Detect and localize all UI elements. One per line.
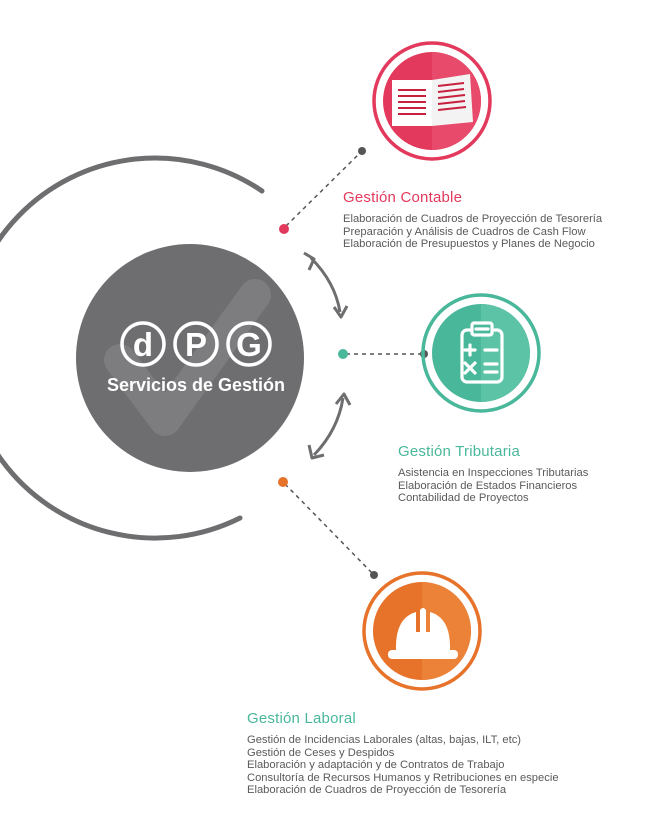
list-item: Elaboración de Cuadros de Proyección de … — [343, 213, 603, 225]
laboral-block: Gestión Laboral Gestión de Incidencias L… — [247, 710, 559, 797]
list-item: Elaboración y adaptación y de Contratos … — [247, 759, 505, 771]
logo-circle-d — [120, 321, 166, 367]
tributaria-badge — [421, 293, 541, 413]
contable-title: Gestión Contable — [343, 189, 463, 206]
list-item: Gestión de Ceses y Despidos — [247, 746, 395, 759]
tributaria-list: Asistencia en Inspecciones Tributarias E… — [398, 467, 588, 505]
logo-letter-p: P — [185, 326, 207, 363]
hard-hat-icon — [388, 608, 458, 659]
list-item: Elaboración de Estados Financieros — [398, 479, 578, 492]
contable-list: Elaboración de Cuadros de Proyección de … — [343, 213, 602, 251]
checkmark-watermark-icon — [104, 279, 271, 436]
list-item: Gestión de Incidencias Laborales (altas,… — [247, 734, 522, 746]
tributaria-block: Gestión Tributaria Asistencia en Inspecc… — [398, 443, 588, 505]
clipboard-calculator-icon — [460, 321, 504, 384]
arrow-tributaria-laboral — [307, 392, 352, 460]
laboral-list: Gestión de Incidencias Laborales (altas,… — [247, 734, 559, 797]
list-item: Consultoría de Recursos Humanos y Retrib… — [247, 771, 559, 784]
documents-icon — [392, 74, 473, 126]
laboral-badge — [362, 571, 482, 691]
contable-badge — [372, 41, 492, 161]
hub-tagline: Servicios de Gestión — [107, 375, 285, 395]
contable-block: Gestión Contable Elaboración de Cuadros … — [343, 189, 602, 251]
connector-tributaria — [338, 349, 428, 359]
logo-letter-d: d — [133, 326, 153, 363]
list-item: Asistencia en Inspecciones Tributarias — [398, 467, 589, 479]
list-item: Elaboración de Presupuestos y Planes de … — [343, 238, 595, 250]
list-item: Elaboración de Cuadros de Proyección de … — [247, 784, 507, 796]
tributaria-title: Gestión Tributaria — [398, 443, 520, 460]
logo-circle-p — [173, 321, 219, 367]
laboral-title: Gestión Laboral — [247, 710, 356, 727]
arrow-contable-tributaria — [303, 251, 349, 319]
list-item: Contabilidad de Proyectos — [398, 492, 529, 504]
list-item: Preparación y Análisis de Cuadros de Cas… — [343, 225, 586, 238]
connector-laboral — [278, 477, 378, 579]
connector-contable — [279, 147, 366, 234]
logo-circle-g — [226, 321, 272, 367]
hub-logo: d P G — [120, 321, 272, 367]
hub-outer-ring — [0, 155, 265, 541]
logo-letter-g: G — [236, 326, 262, 363]
